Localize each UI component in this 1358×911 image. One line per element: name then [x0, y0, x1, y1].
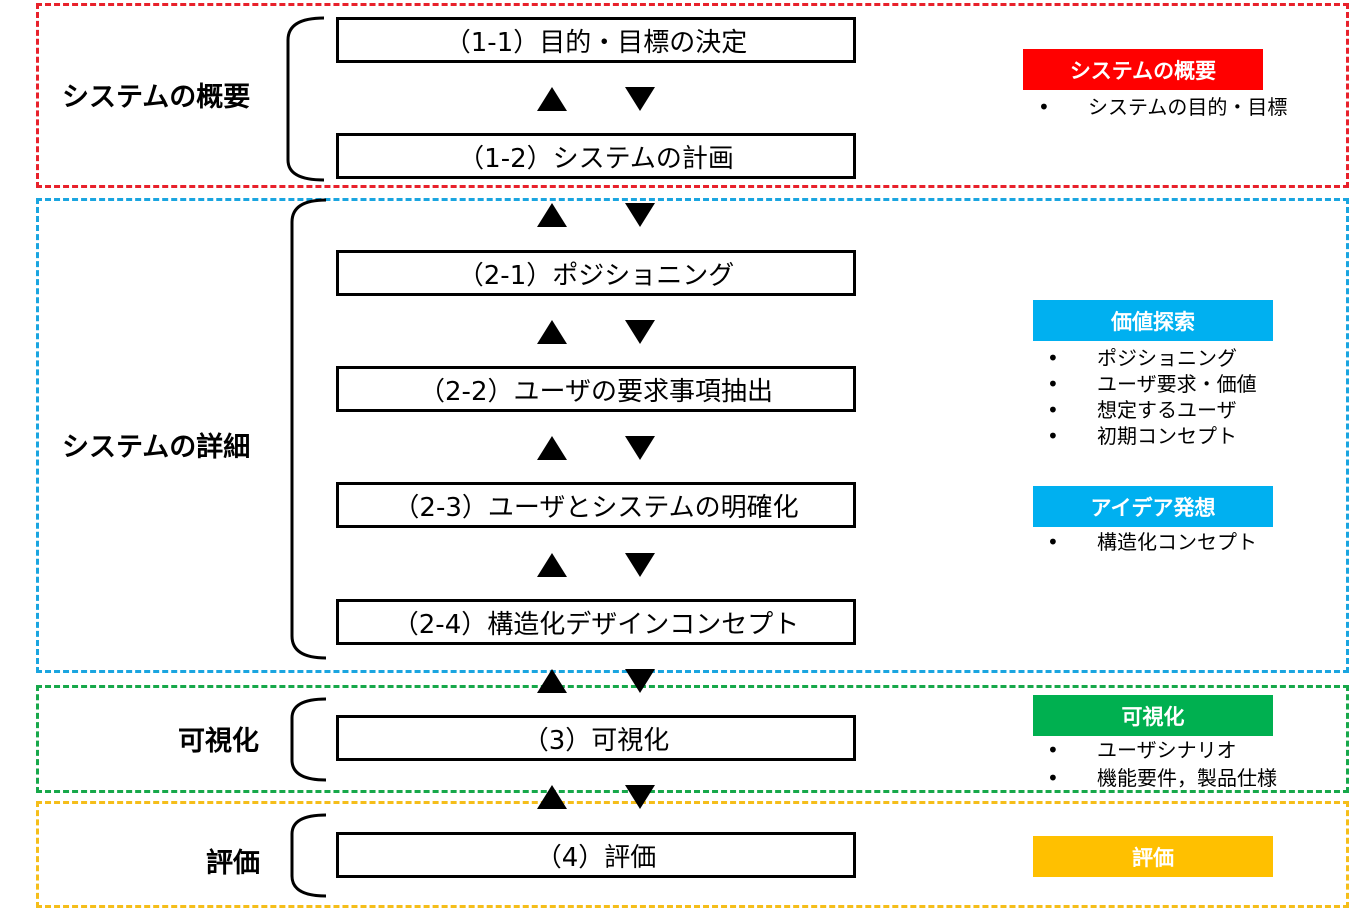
bullet-icon: • — [1047, 738, 1059, 762]
arrow-up-icon — [537, 553, 567, 577]
arrow-down-icon — [625, 436, 655, 460]
list-item-label: 機能要件，製品仕様 — [1097, 766, 1277, 790]
region-evaluate — [36, 801, 1349, 908]
region-visualize — [36, 685, 1349, 793]
arrow-down-icon — [625, 785, 655, 809]
arrow-down-icon — [625, 320, 655, 344]
legend-badge-evaluate: 評価 — [1033, 836, 1273, 877]
arrow-up-icon — [537, 87, 567, 111]
bullet-icon: • — [1047, 398, 1059, 422]
list-item-label: 想定するユーザ — [1097, 398, 1237, 422]
step-2-2: （2-2）ユーザの要求事項抽出 — [336, 366, 856, 412]
arrow-down-icon — [625, 669, 655, 693]
bullet-icon: • — [1038, 95, 1050, 119]
group-label-visualize: 可視化 — [178, 726, 259, 757]
step-4: （4）評価 — [336, 832, 856, 878]
step-3: （3）可視化 — [336, 715, 856, 761]
step-1-1: （1-1）目的・目標の決定 — [336, 17, 856, 63]
group-label-detail: システムの詳細 — [62, 432, 251, 463]
list-item-label: 初期コンセプト — [1097, 424, 1237, 448]
arrow-up-icon — [537, 669, 567, 693]
bullet-icon: • — [1047, 530, 1059, 554]
arrow-up-icon — [537, 203, 567, 227]
region-detail — [36, 198, 1349, 673]
list-item-label: ポジショニング — [1097, 346, 1237, 370]
brace-overview — [286, 16, 325, 182]
legend-badge-value: 価値探索 — [1033, 300, 1273, 341]
arrow-up-icon — [537, 436, 567, 460]
step-2-1: （2-1）ポジショニング — [336, 250, 856, 296]
legend-badge-visualize: 可視化 — [1033, 695, 1273, 736]
bullet-icon: • — [1047, 372, 1059, 396]
step-2-3: （2-3）ユーザとシステムの明確化 — [336, 482, 856, 528]
list-item-label: ユーザシナリオ — [1097, 738, 1237, 762]
step-2-4: （2-4）構造化デザインコンセプト — [336, 599, 856, 645]
arrow-down-icon — [625, 203, 655, 227]
arrow-down-icon — [625, 87, 655, 111]
group-label-overview: システムの概要 — [62, 82, 251, 113]
bullet-icon: • — [1047, 424, 1059, 448]
group-label-evaluate: 評価 — [206, 848, 260, 879]
brace-visualize — [290, 697, 327, 782]
list-item-label: システムの目的・目標 — [1088, 95, 1288, 119]
legend-badge-overview: システムの概要 — [1023, 49, 1263, 90]
bullet-icon: • — [1047, 346, 1059, 370]
bullet-icon: • — [1047, 766, 1059, 790]
legend-badge-idea: アイデア発想 — [1033, 486, 1273, 527]
arrow-up-icon — [537, 785, 567, 809]
arrow-up-icon — [537, 320, 567, 344]
region-overview — [36, 3, 1349, 188]
list-item-label: 構造化コンセプト — [1097, 530, 1257, 554]
brace-detail — [290, 198, 327, 660]
arrow-down-icon — [625, 553, 655, 577]
step-1-2: （1-2）システムの計画 — [336, 133, 856, 179]
list-item-label: ユーザ要求・価値 — [1097, 372, 1257, 396]
brace-evaluate — [290, 813, 327, 898]
